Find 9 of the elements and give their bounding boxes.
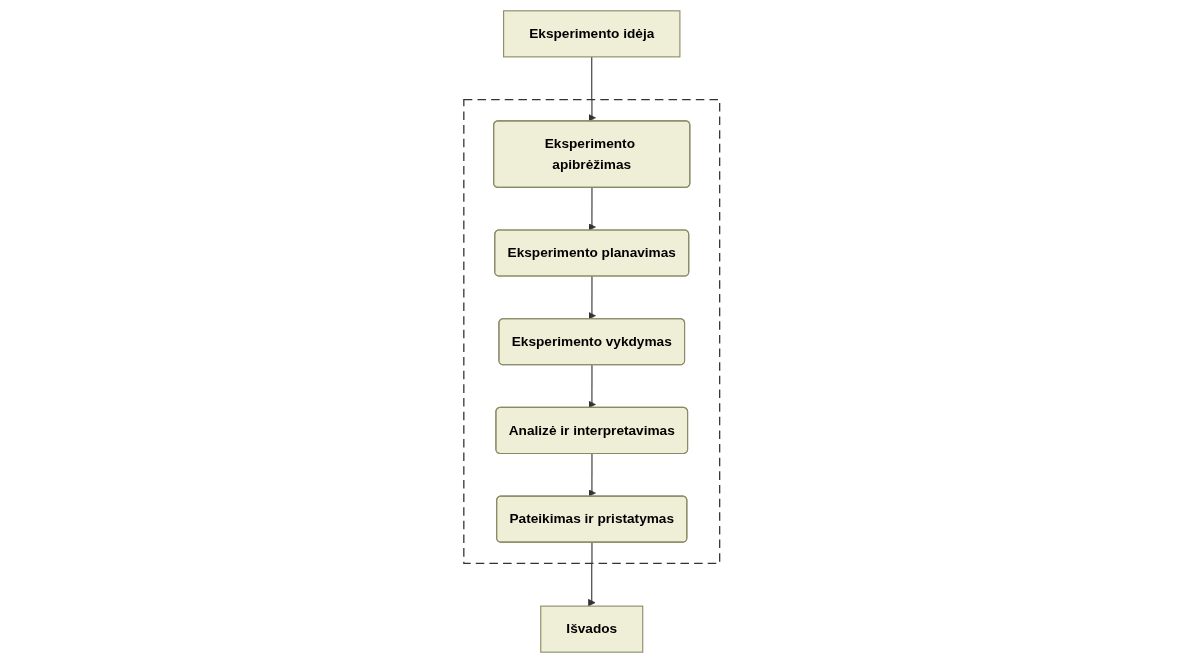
arrow [588,186,597,231]
arrow [588,452,597,497]
node-box: Išvados [540,605,644,653]
arrow [588,541,596,606]
cluster [463,98,721,564]
arrow [588,275,597,319]
node-box: Eksperimento idėja [503,9,681,57]
arrow [588,55,597,122]
arrow [588,364,597,408]
